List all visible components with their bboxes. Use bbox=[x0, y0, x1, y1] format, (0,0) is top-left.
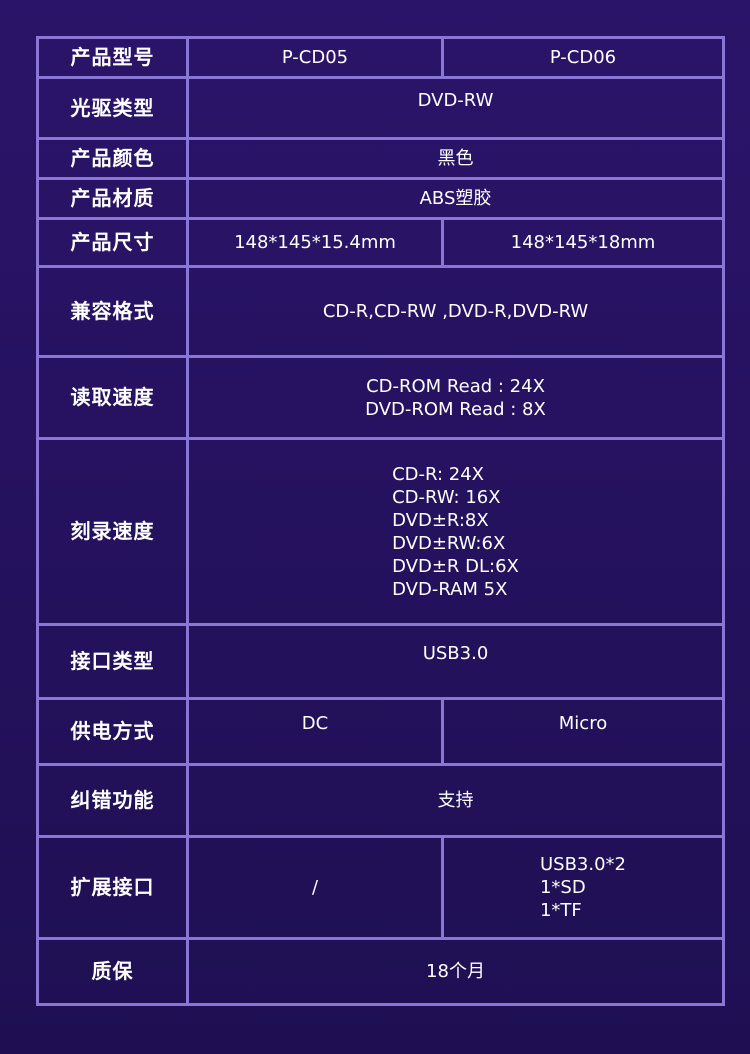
write-speed-line: DVD-RAM 5X bbox=[392, 578, 508, 600]
value-model-a: P-CD05 bbox=[186, 36, 444, 79]
row-expansion: 扩展接口 / USB3.0*2 1*SD 1*TF bbox=[36, 835, 725, 940]
read-speed-line: DVD-ROM Read : 8X bbox=[365, 398, 546, 420]
expansion-line: USB3.0*2 bbox=[539, 854, 627, 875]
spec-table: 产品型号 P-CD05 P-CD06 光驱类型 DVD-RW 产品颜色 黑色 产… bbox=[36, 36, 725, 1006]
value-model-b: P-CD06 bbox=[441, 36, 725, 79]
label-drive-type: 光驱类型 bbox=[36, 76, 189, 140]
value-size-b: 148*145*18mm bbox=[441, 217, 725, 268]
expansion-line: 1*TF bbox=[539, 900, 582, 921]
value-power-b: Micro bbox=[441, 697, 725, 766]
value-formats: CD-R,CD-RW ,DVD-R,DVD-RW bbox=[186, 265, 725, 358]
row-material: 产品材质 ABS塑胶 bbox=[36, 177, 725, 220]
write-speed-line: DVD±R:8X bbox=[392, 509, 489, 531]
row-read-speed: 读取速度 CD-ROM Read : 24X DVD-ROM Read : 8X bbox=[36, 355, 725, 440]
value-write-speed: CD-R: 24X CD-RW: 16X DVD±R:8X DVD±RW:6X … bbox=[186, 437, 725, 626]
row-write-speed: 刻录速度 CD-R: 24X CD-RW: 16X DVD±R:8X DVD±R… bbox=[36, 437, 725, 626]
label-write-speed: 刻录速度 bbox=[36, 437, 189, 626]
write-speed-lines: CD-R: 24X CD-RW: 16X DVD±R:8X DVD±RW:6X … bbox=[392, 463, 519, 601]
row-power: 供电方式 DC Micro bbox=[36, 697, 725, 766]
value-size-a: 148*145*15.4mm bbox=[186, 217, 444, 268]
value-power-a-text: DC bbox=[301, 713, 329, 734]
expansion-lines: USB3.0*2 1*SD 1*TF bbox=[540, 853, 626, 922]
value-interface-text: USB3.0 bbox=[422, 643, 489, 664]
row-warranty: 质保 18个月 bbox=[36, 937, 725, 1006]
value-error-correction: 支持 bbox=[186, 763, 725, 838]
label-expansion: 扩展接口 bbox=[36, 835, 189, 940]
label-read-speed: 读取速度 bbox=[36, 355, 189, 440]
read-speed-line: CD-ROM Read : 24X bbox=[366, 375, 545, 397]
label-formats: 兼容格式 bbox=[36, 265, 189, 358]
expansion-line: 1*SD bbox=[539, 877, 586, 898]
value-expansion-b: USB3.0*2 1*SD 1*TF bbox=[441, 835, 725, 940]
label-interface: 接口类型 bbox=[36, 623, 189, 700]
value-expansion-a: / bbox=[186, 835, 444, 940]
row-error-correction: 纠错功能 支持 bbox=[36, 763, 725, 838]
label-power: 供电方式 bbox=[36, 697, 189, 766]
row-size: 产品尺寸 148*145*15.4mm 148*145*18mm bbox=[36, 217, 725, 268]
row-color: 产品颜色 黑色 bbox=[36, 137, 725, 180]
row-formats: 兼容格式 CD-R,CD-RW ,DVD-R,DVD-RW bbox=[36, 265, 725, 358]
value-power-b-text: Micro bbox=[558, 713, 608, 734]
read-speed-lines: CD-ROM Read : 24X DVD-ROM Read : 8X bbox=[365, 375, 546, 421]
value-warranty: 18个月 bbox=[186, 937, 725, 1006]
label-model: 产品型号 bbox=[36, 36, 189, 79]
row-model: 产品型号 P-CD05 P-CD06 bbox=[36, 36, 725, 79]
value-material: ABS塑胶 bbox=[186, 177, 725, 220]
write-speed-line: CD-R: 24X bbox=[392, 463, 485, 485]
row-drive-type: 光驱类型 DVD-RW bbox=[36, 76, 725, 140]
write-speed-line: DVD±R DL:6X bbox=[392, 555, 519, 577]
value-interface: USB3.0 bbox=[186, 623, 725, 700]
label-warranty: 质保 bbox=[36, 937, 189, 1006]
write-speed-line: DVD±RW:6X bbox=[392, 532, 506, 554]
label-color: 产品颜色 bbox=[36, 137, 189, 180]
value-power-a: DC bbox=[186, 697, 444, 766]
value-drive-type: DVD-RW bbox=[186, 76, 725, 140]
label-material: 产品材质 bbox=[36, 177, 189, 220]
value-read-speed: CD-ROM Read : 24X DVD-ROM Read : 8X bbox=[186, 355, 725, 440]
value-drive-type-text: DVD-RW bbox=[417, 89, 494, 111]
write-speed-line: CD-RW: 16X bbox=[392, 486, 501, 508]
value-color: 黑色 bbox=[186, 137, 725, 180]
label-size: 产品尺寸 bbox=[36, 217, 189, 268]
row-interface: 接口类型 USB3.0 bbox=[36, 623, 725, 700]
label-error-correction: 纠错功能 bbox=[36, 763, 189, 838]
